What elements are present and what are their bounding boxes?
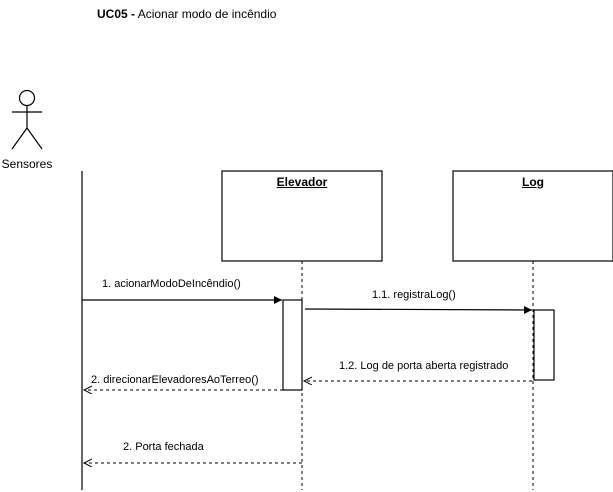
actor-label: Sensores [1, 157, 53, 171]
message-1-2-label: 1.2. Log de porta aberta registrado [339, 360, 509, 372]
log-activation-bar [533, 309, 555, 381]
participant-elevador-box [221, 170, 383, 262]
message-2b-label: 2. Porta fechada [123, 441, 204, 453]
diagram-title: UC05 - Acionar modo de incêndio [97, 7, 276, 21]
message-1-1-arrow [304, 305, 533, 314]
participant-elevador-label: Elevador [276, 175, 328, 189]
actor-sensores-icon [11, 89, 43, 150]
diagram-title-code: UC05 - [97, 7, 136, 21]
elevador-activation-bar [282, 299, 303, 391]
participant-log-label: Log [522, 175, 544, 189]
message-1-label: 1. acionarModoDeIncêndio() [102, 278, 241, 290]
message-1-1-label: 1.1. registraLog() [372, 289, 456, 301]
diagram-title-text: Acionar modo de incêndio [137, 7, 277, 21]
message-2-label: 2. direcionarElevadoresAoTerreo() [91, 374, 259, 386]
participant-log-box [452, 170, 613, 262]
